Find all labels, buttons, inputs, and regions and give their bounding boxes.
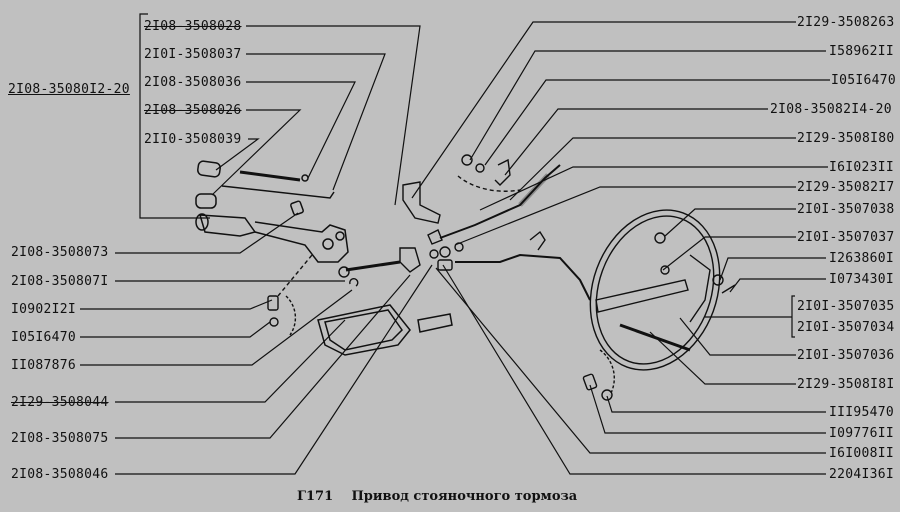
leader-r18 xyxy=(435,267,826,454)
leader-l11 xyxy=(115,319,346,403)
leader-r9 xyxy=(662,236,796,271)
part-label-right: I05I6470 xyxy=(831,73,897,88)
leader-l8 xyxy=(80,299,273,310)
leader-r14 xyxy=(679,317,796,356)
part-label-right: I09776II xyxy=(829,426,895,441)
leader-l3 xyxy=(246,81,356,179)
leader-r5 xyxy=(509,137,796,201)
leader-r8 xyxy=(664,208,796,237)
assembly-label: 2I08-35080I2-20 xyxy=(8,82,130,97)
part-label-right: 2I08-35082I4-20 xyxy=(770,102,892,117)
part-label-right: 2I29-35082I7 xyxy=(797,180,895,195)
part-label-right: 2204I36I xyxy=(829,467,895,482)
brake-shield-assembly xyxy=(582,209,736,401)
part-label-right: 2I0I-3507036 xyxy=(797,348,895,363)
leader-r3 xyxy=(484,79,830,166)
tunnel-cover xyxy=(317,304,453,356)
assembly-bracket xyxy=(139,13,210,219)
part-label-left: II087876 xyxy=(11,358,77,373)
part-label-right: I6I023II xyxy=(829,160,895,175)
leader-l9 xyxy=(80,321,271,338)
leader-r6 xyxy=(479,166,828,211)
part-label-left: 2I29-3508044 xyxy=(11,395,109,410)
part-label-left: 2I0I-3508037 xyxy=(144,47,242,62)
leader-r10 xyxy=(719,257,826,281)
leader-l12 xyxy=(115,274,411,439)
part-label-left: 2I08-350807I xyxy=(11,274,109,289)
rod-and-equalizer xyxy=(338,247,421,287)
part-label-left: 2I08-3508075 xyxy=(11,431,109,446)
part-label-right: I073430I xyxy=(829,272,895,287)
leader-l10 xyxy=(80,289,353,366)
figure-title: Привод стояночного тормоза xyxy=(351,489,578,504)
part-label-left: 2I08-3508046 xyxy=(11,467,109,482)
part-label-right: 2I0I-3507037 xyxy=(797,230,895,245)
leader-l5 xyxy=(215,138,260,171)
cable-parts xyxy=(402,154,591,301)
leader-l13 xyxy=(115,264,433,475)
part-label-left: 2I08-3508036 xyxy=(144,75,242,90)
leader-l2 xyxy=(246,53,386,191)
leader-r7 xyxy=(454,186,796,246)
part-label-right: I263860I xyxy=(829,251,895,266)
leader-r15 xyxy=(649,331,796,385)
leader-r4 xyxy=(504,108,768,176)
figure-caption: Г171 Привод стояночного тормоза xyxy=(297,489,577,504)
leader-r16 xyxy=(606,395,826,413)
hand-brake-lever xyxy=(195,160,349,263)
leader-r12-bracket xyxy=(705,295,795,338)
leader-r1 xyxy=(411,21,796,199)
part-label-right: I6I008II xyxy=(829,446,895,461)
part-label-right: I58962II xyxy=(829,44,895,59)
part-label-right: 2I29-3508I8I xyxy=(797,377,895,392)
part-label-right: 2I29-3508263 xyxy=(797,15,895,30)
part-label-right: 2I0I-3507034 xyxy=(797,320,895,335)
leader-l1 xyxy=(246,25,421,206)
leader-r19 xyxy=(442,264,826,475)
part-label-right: 2I29-3508I80 xyxy=(797,131,895,146)
part-label-right: III95470 xyxy=(829,405,895,420)
leader-r2 xyxy=(469,50,826,161)
leader-l6 xyxy=(115,212,299,254)
part-label-left: 2I08-3508028 xyxy=(144,19,242,34)
part-label-left: 2I08-3508026 xyxy=(144,103,242,118)
leader-r17 xyxy=(589,384,826,434)
part-label-right: 2I0I-3507035 xyxy=(797,299,895,314)
figure-number: Г171 xyxy=(297,489,334,504)
part-label-left: 2II0-3508039 xyxy=(144,132,242,147)
part-label-right: 2I0I-3507038 xyxy=(797,202,895,217)
bolt-and-nut-left xyxy=(267,254,313,336)
leader-l4 xyxy=(211,109,302,196)
part-label-left: I05I6470 xyxy=(11,330,77,345)
part-label-left: I0902I2I xyxy=(11,302,77,317)
leader-r11 xyxy=(729,278,826,293)
part-label-left: 2I08-3508073 xyxy=(11,245,109,260)
